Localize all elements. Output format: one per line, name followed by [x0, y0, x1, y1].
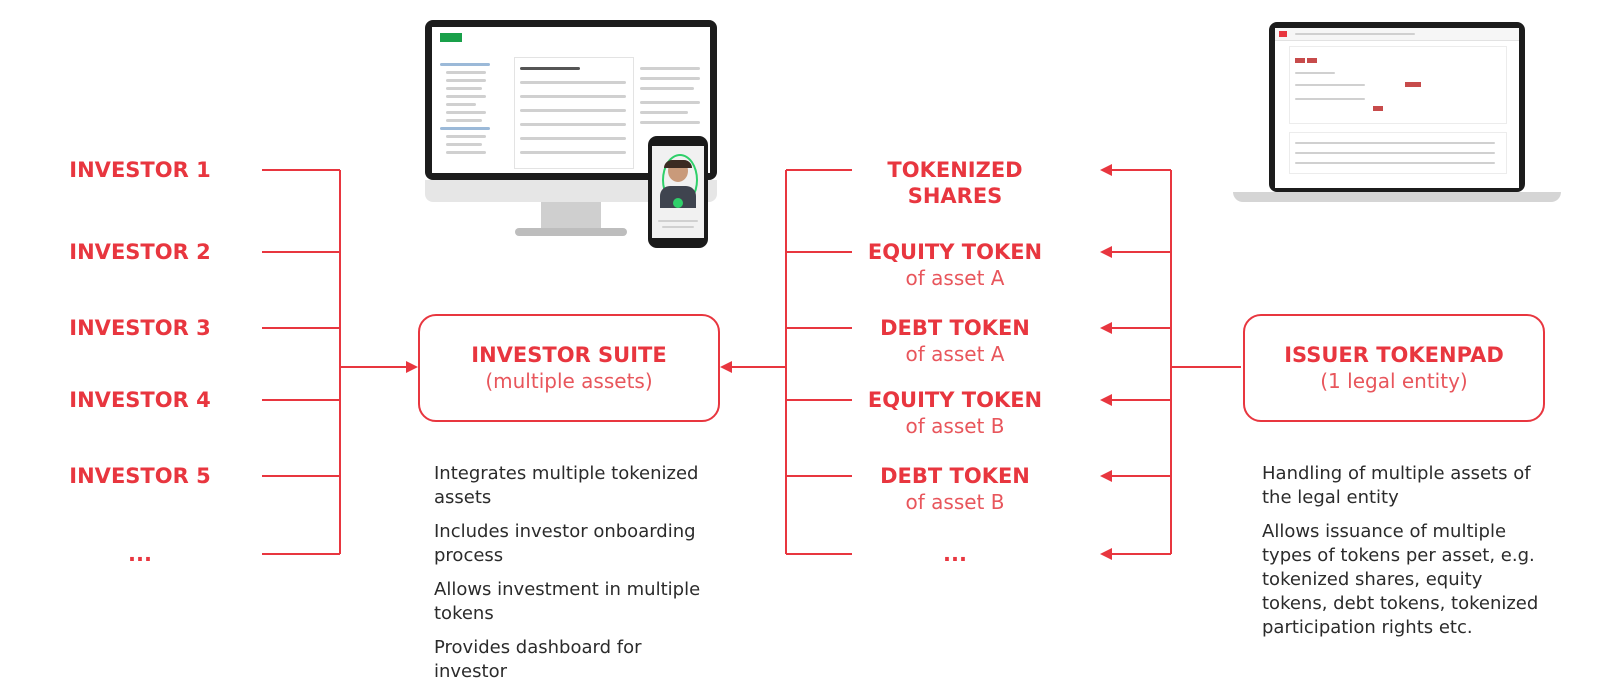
token-2-title: EQUITY TOKEN [867, 240, 1043, 264]
investor-5-label: INVESTOR 5 [69, 464, 211, 488]
issuer-tokenpad-title: ISSUER TOKENPAD [1284, 343, 1504, 367]
investor-more-label: ... [128, 542, 152, 566]
investor-3-label: INVESTOR 3 [69, 316, 211, 340]
token-3-subtitle: of asset A [905, 342, 1005, 366]
laptop-tokenpad-image [1233, 22, 1561, 212]
token-2-label: EQUITY TOKEN of asset A [825, 239, 1085, 291]
token-4-title: EQUITY TOKEN [867, 388, 1043, 412]
investor-2-label: INVESTOR 2 [69, 240, 211, 264]
token-3-label: DEBT TOKEN of asset A [825, 315, 1085, 367]
token-2-subtitle: of asset A [905, 266, 1005, 290]
token-1-title-line2: SHARES [907, 184, 1003, 208]
investor-suite-subtitle: (multiple assets) [485, 369, 653, 393]
issuer-tokenpad-features: Handling of multiple assets of the legal… [1262, 462, 1552, 650]
suite-feature-3: Allows investment in multiple tokens [434, 579, 701, 624]
issuer-tokenpad-subtitle: (1 legal entity) [1320, 369, 1468, 393]
investor-suite-title: INVESTOR SUITE [471, 343, 667, 367]
phone-selfie-image [648, 136, 708, 248]
suite-feature-2: Includes investor onboarding process [434, 521, 696, 566]
token-5-title: DEBT TOKEN [880, 464, 1030, 488]
tokenpad-feature-1: Handling of multiple assets of the legal… [1262, 463, 1531, 508]
tokenpad-feature-2: Allows issuance of multiple types of tok… [1262, 521, 1539, 638]
investor-suite-box: INVESTOR SUITE (multiple assets) [418, 314, 720, 422]
token-1-title: TOKENIZED [887, 158, 1023, 182]
token-more-label: ... [825, 541, 1085, 567]
token-3-title: DEBT TOKEN [880, 316, 1030, 340]
suite-feature-4: Provides dashboard for investor [434, 637, 642, 682]
token-4-label: EQUITY TOKEN of asset B [825, 387, 1085, 439]
token-4-subtitle: of asset B [905, 414, 1005, 438]
token-5-label: DEBT TOKEN of asset B [825, 463, 1085, 515]
token-5-subtitle: of asset B [905, 490, 1005, 514]
suite-feature-1: Integrates multiple tokenized assets [434, 463, 699, 508]
investor-1-label: INVESTOR 1 [69, 158, 211, 182]
token-1-label: TOKENIZED SHARES [825, 157, 1085, 209]
investor-4-label: INVESTOR 4 [69, 388, 211, 412]
issuer-tokenpad-box: ISSUER TOKENPAD (1 legal entity) [1243, 314, 1545, 422]
investor-suite-features: Integrates multiple tokenized assets Inc… [434, 462, 704, 694]
desktop-monitor-image [425, 20, 717, 242]
token-more-title: ... [943, 542, 967, 566]
